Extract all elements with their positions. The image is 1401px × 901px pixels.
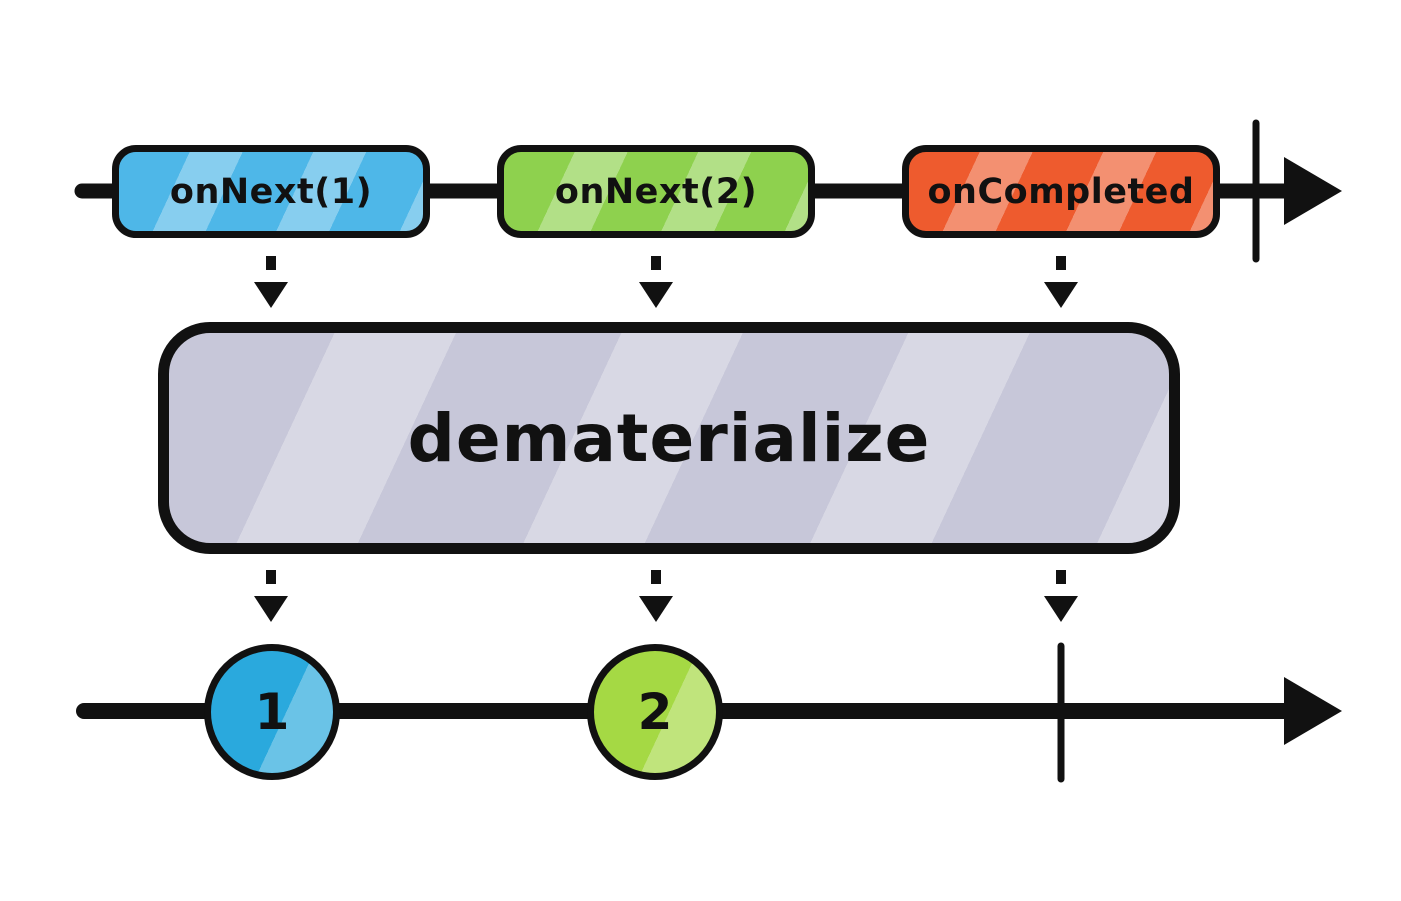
source-event-oncompleted-label: onCompleted <box>927 171 1195 212</box>
arrow-source-event-3 <box>1044 256 1078 308</box>
output-timeline-arrowhead-icon <box>1284 677 1342 745</box>
output-marble-1-label: 1 <box>254 683 290 741</box>
arrowhead-down-icon <box>639 596 673 622</box>
arrowhead-down-icon <box>639 282 673 308</box>
arrow-output-event-1 <box>254 570 288 622</box>
arrow-dash <box>651 256 661 270</box>
arrow-output-event-2 <box>639 570 673 622</box>
arrow-source-event-1 <box>254 256 288 308</box>
source-event-onnext-1: onNext(1) <box>112 145 430 238</box>
arrowhead-down-icon <box>254 282 288 308</box>
source-timeline-arrowhead-icon <box>1284 157 1342 225</box>
arrow-dash <box>1056 570 1066 584</box>
source-event-onnext-2-label: onNext(2) <box>554 171 758 212</box>
arrowhead-down-icon <box>1044 282 1078 308</box>
operator-label: dematerialize <box>407 399 931 477</box>
source-event-onnext-2: onNext(2) <box>497 145 815 238</box>
arrow-dash <box>651 570 661 584</box>
arrow-source-event-2 <box>639 256 673 308</box>
arrow-dash <box>1056 256 1066 270</box>
arrow-dash <box>266 570 276 584</box>
arrow-output-event-3 <box>1044 570 1078 622</box>
arrowhead-down-icon <box>254 596 288 622</box>
output-marble-1: 1 <box>204 644 340 780</box>
source-event-onnext-1-label: onNext(1) <box>169 171 373 212</box>
arrowhead-down-icon <box>1044 596 1078 622</box>
operator-box: dematerialize <box>158 322 1180 554</box>
arrow-dash <box>266 256 276 270</box>
output-marble-2: 2 <box>587 644 723 780</box>
output-marble-2-label: 2 <box>637 683 673 741</box>
source-event-oncompleted: onCompleted <box>902 145 1220 238</box>
